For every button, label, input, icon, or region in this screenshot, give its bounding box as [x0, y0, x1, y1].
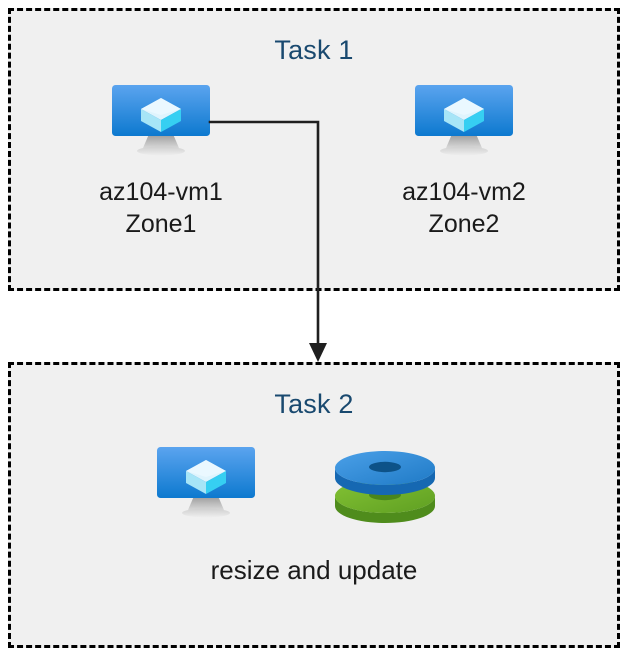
task-2-title: Task 2 — [274, 389, 354, 419]
vm2-label: az104-vm2 Zone2 — [402, 178, 526, 238]
task-1-title: Task 1 — [274, 35, 354, 65]
virtual-machine-icon[interactable] — [414, 84, 514, 156]
virtual-machine-icon[interactable] — [111, 84, 211, 156]
task-1-group: Task 1 — [8, 8, 620, 291]
disks-icon[interactable] — [333, 444, 437, 524]
virtual-machine-icon[interactable] — [156, 446, 256, 518]
vm1-label: az104-vm1 Zone1 — [99, 178, 223, 238]
task-2-group: Task 2 — [8, 362, 620, 648]
task-2-caption: resize and update — [210, 555, 418, 585]
